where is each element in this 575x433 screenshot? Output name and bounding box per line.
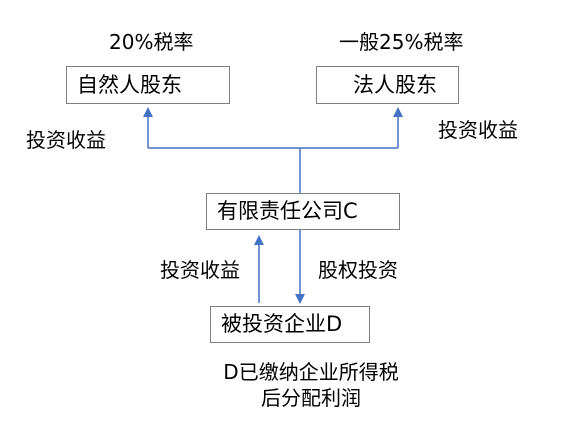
income-lower-label: 投资收益 <box>160 258 240 282</box>
income-left-label: 投资收益 <box>26 128 106 152</box>
rate-legal-label: 一般25%税率 <box>339 30 464 54</box>
income-right-label: 投资收益 <box>438 118 518 142</box>
equity-investment-label: 股权投资 <box>318 258 398 282</box>
company-c-box: 有限责任公司C <box>206 193 400 230</box>
company-d-box: 被投资企业D <box>210 306 370 343</box>
individual-shareholder-box: 自然人股东 <box>66 66 230 104</box>
note-line-2: 后分配利润 <box>261 386 361 410</box>
rate-individual-label: 20%税率 <box>109 30 194 54</box>
legal-shareholder-box: 法人股东 <box>316 66 459 104</box>
note-line-1: D已缴纳企业所得税 <box>223 360 399 384</box>
